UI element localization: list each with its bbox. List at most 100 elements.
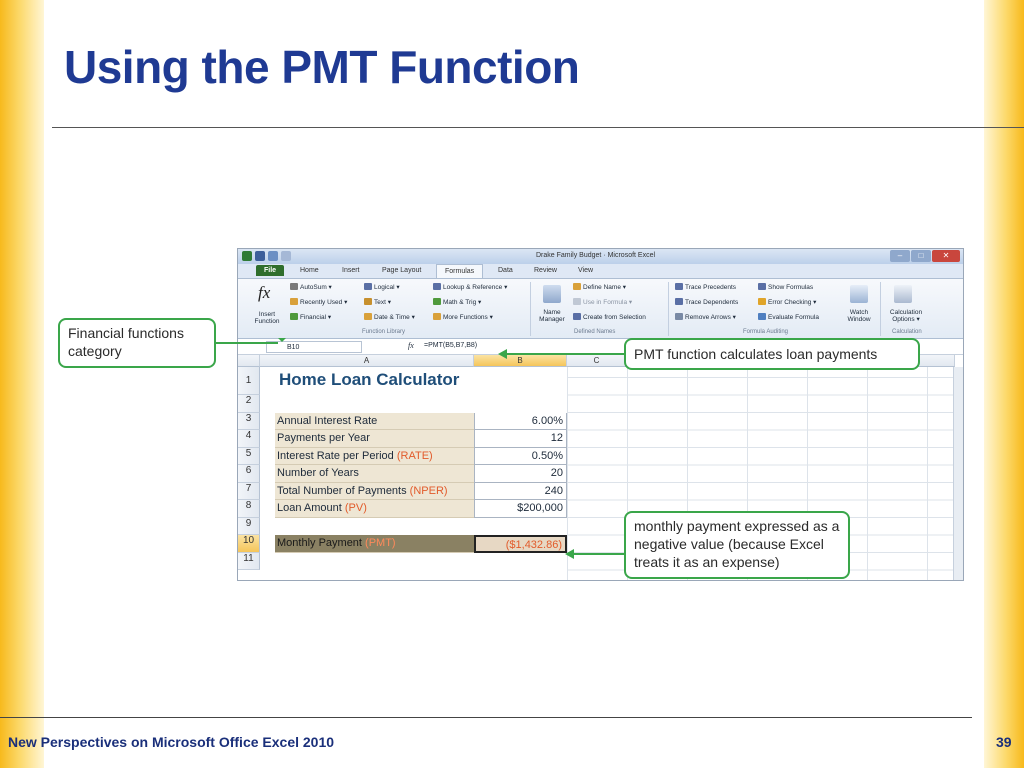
show-formulas-button[interactable]: Show Formulas [758, 283, 813, 291]
row-header[interactable]: 9 [238, 517, 260, 535]
minimize-button[interactable]: – [890, 250, 910, 262]
text-button[interactable]: Text ▾ [364, 298, 391, 306]
value-cell[interactable]: 6.00% [474, 412, 567, 430]
more-functions-button[interactable]: More Functions ▾ [433, 313, 493, 321]
label-cell[interactable]: Number of Years [275, 465, 474, 483]
tab-review[interactable]: Review [534, 267, 557, 274]
row-header[interactable]: 5 [238, 447, 260, 465]
formula-icon [573, 298, 581, 305]
tab-formulas[interactable]: Formulas [436, 264, 484, 278]
row-header[interactable]: 10 [238, 535, 260, 553]
math-trig-button[interactable]: Math & Trig ▾ [433, 298, 481, 306]
row-header[interactable]: 3 [238, 412, 260, 430]
label-cell[interactable]: Interest Rate per Period (RATE) [275, 447, 474, 465]
value-cell[interactable]: 12 [474, 430, 567, 448]
trace-precedents-button[interactable]: Trace Precedents [675, 283, 736, 291]
value-cell[interactable]: 0.50% [474, 447, 567, 465]
redo-icon[interactable] [281, 251, 291, 261]
row-header[interactable]: 11 [238, 552, 260, 570]
lookup-icon [433, 283, 441, 290]
function-library-label: Function Library [362, 329, 406, 335]
trace-dependents-button[interactable]: Trace Dependents [675, 298, 738, 306]
column-header-c[interactable]: C [567, 355, 627, 367]
calculation-options-button[interactable]: Calculation Options ▾ [889, 309, 923, 323]
remove-arrows-button[interactable]: Remove Arrows ▾ [675, 313, 736, 321]
tab-view[interactable]: View [578, 267, 594, 274]
watch-window-icon [850, 285, 868, 303]
tab-page-layout[interactable]: Page Layout [382, 267, 422, 274]
error-checking-button[interactable]: Error Checking ▾ [758, 298, 816, 306]
logical-button[interactable]: Logical ▾ [364, 283, 400, 291]
label-cell[interactable]: Loan Amount (PV) [275, 500, 474, 518]
more-functions-icon [433, 313, 441, 320]
save-icon[interactable] [255, 251, 265, 261]
row-header[interactable]: 6 [238, 465, 260, 483]
row-header[interactable]: 1 [238, 367, 260, 395]
tab-insert[interactable]: Insert [342, 267, 360, 274]
row-header[interactable]: 8 [238, 500, 260, 518]
label-cell[interactable]: Total Number of Payments (NPER) [275, 482, 474, 500]
value-cell[interactable]: 240 [474, 482, 567, 500]
name-box[interactable]: B10 [266, 341, 362, 353]
slide-title: Using the PMT Function [64, 41, 580, 93]
close-button[interactable]: ✕ [932, 250, 960, 262]
formula-input[interactable]: =PMT(B5,B7,B8) [424, 342, 478, 349]
star-icon [290, 298, 298, 305]
monthly-payment-value-cell[interactable]: ($1,432.86) [474, 535, 567, 553]
define-name-button[interactable]: Define Name ▾ [573, 283, 626, 291]
label-cell[interactable]: Annual Interest Rate [275, 412, 474, 430]
calculation-label: Calculation [892, 329, 922, 335]
vertical-scrollbar[interactable] [953, 367, 963, 580]
recently-used-button[interactable]: Recently Used ▾ [290, 298, 347, 306]
callout-arrow-line [216, 342, 278, 344]
ribbon-separator [668, 282, 669, 336]
tab-file[interactable]: File [256, 265, 285, 276]
value-cell[interactable]: $200,000 [474, 500, 567, 518]
evaluate-formula-button[interactable]: Evaluate Formula [758, 313, 819, 321]
calendar-icon [364, 313, 372, 320]
row-header[interactable]: 7 [238, 482, 260, 500]
tab-home[interactable]: Home [300, 267, 319, 274]
value-cell[interactable]: 20 [474, 465, 567, 483]
row-header[interactable]: 2 [238, 395, 260, 413]
column-header-a[interactable]: A [260, 355, 474, 367]
monthly-payment-label-cell[interactable]: Monthly Payment (PMT) [275, 535, 474, 553]
logical-icon [364, 283, 372, 290]
row-header[interactable]: 4 [238, 430, 260, 448]
excel-titlebar: Drake Family Budget · Microsoft Excel – … [238, 249, 963, 264]
label-cell[interactable]: Payments per Year [275, 430, 474, 448]
defined-names-label: Defined Names [574, 329, 616, 335]
name-manager-button[interactable]: Name Manager [539, 309, 565, 323]
use-in-formula-button[interactable]: Use in Formula ▾ [573, 298, 632, 306]
autosum-button[interactable]: AutoSum ▾ [290, 283, 332, 291]
callout-arrow-head [565, 549, 574, 559]
evaluate-icon [758, 313, 766, 320]
sheet-title: Home Loan Calculator [279, 370, 460, 389]
insert-function-button[interactable]: Insert Function [254, 311, 280, 325]
restore-button[interactable]: □ [911, 250, 931, 262]
remove-arrows-icon [675, 313, 683, 320]
fx-icon[interactable]: fx [408, 341, 414, 350]
date-time-button[interactable]: Date & Time ▾ [364, 313, 415, 321]
lookup-reference-button[interactable]: Lookup & Reference ▾ [433, 283, 507, 291]
trace-precedents-icon [675, 283, 683, 290]
column-header-b[interactable]: B [474, 355, 567, 367]
footer-text: New Perspectives on Microsoft Office Exc… [8, 734, 335, 750]
create-from-selection-button[interactable]: Create from Selection [573, 313, 646, 321]
insert-function-icon[interactable]: fx [258, 283, 271, 302]
math-icon [433, 298, 441, 305]
callout-arrow-line [573, 553, 624, 555]
financial-button[interactable]: Financial ▾ [290, 313, 331, 321]
ribbon-formulas: fx Insert Function AutoSum ▾ Recently Us… [238, 279, 963, 339]
financial-icon [290, 313, 298, 320]
selection-icon [573, 313, 581, 320]
warning-icon [758, 298, 766, 305]
window-controls: – □ ✕ [890, 250, 960, 262]
pmt-function-callout: PMT function calculates loan payments [624, 338, 920, 370]
watch-window-button[interactable]: Watch Window [847, 309, 871, 323]
undo-icon[interactable] [268, 251, 278, 261]
calculator-icon [894, 285, 912, 303]
select-all-corner[interactable] [238, 355, 260, 367]
ribbon-separator [530, 282, 531, 336]
tab-data[interactable]: Data [498, 267, 513, 274]
